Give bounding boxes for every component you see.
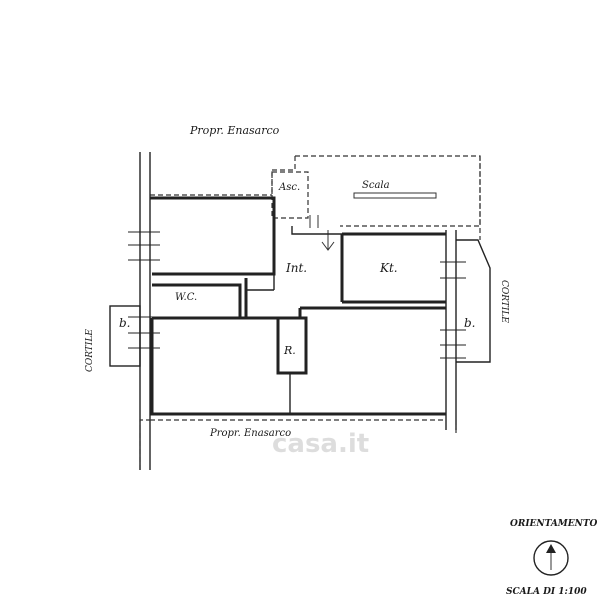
orientation-legend: ORIENTAMENTO SCALA DI 1:100 (506, 519, 598, 597)
lift-shaft: Asc. (271, 171, 309, 219)
watermark: casa.it (272, 429, 369, 459)
scale-label: SCALA DI 1:100 (506, 587, 587, 597)
kitchen-label: Kt. (379, 261, 398, 275)
right-courtyard-label: CORTILE (499, 280, 509, 323)
right-facade (440, 230, 466, 430)
right-balcony-label: b. (464, 316, 476, 330)
right-balcony: b. (456, 239, 491, 363)
left-facade (128, 152, 160, 470)
closet-label: R. (283, 344, 296, 357)
entrance-arrow (309, 215, 335, 251)
left-courtyard-label: CORTILE (85, 329, 95, 372)
left-balcony: b. (109, 305, 141, 367)
stairs: Scala (353, 180, 437, 199)
bathroom-label: W.C. (175, 292, 197, 303)
lift-label: Asc. (278, 182, 300, 193)
apartment-walls (150, 196, 446, 416)
lower-boundary (139, 419, 457, 470)
orientation-label: ORIENTAMENTO (510, 519, 598, 529)
compass-icon (533, 540, 569, 576)
left-balcony-label: b. (119, 316, 131, 330)
bottom-neighbor-label: Propr. Enasarco (209, 428, 291, 439)
top-neighbor-label: Propr. Enasarco (189, 124, 280, 137)
stairs-label: Scala (362, 180, 390, 191)
hall-label: Int. (285, 261, 307, 275)
